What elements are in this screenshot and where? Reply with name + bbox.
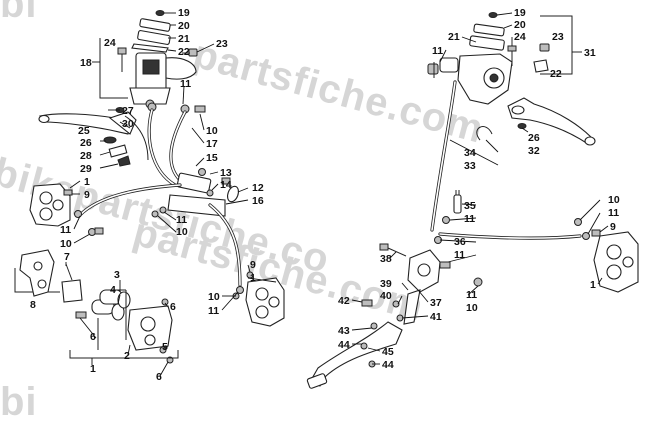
callout-10: 10 [466,302,478,314]
callout-11: 11 [176,214,187,226]
callout-11: 11 [432,45,443,57]
callout-38: 38 [380,253,392,265]
brake-switch-35 [453,190,462,214]
callout-24: 24 [104,37,116,49]
callout-19: 19 [178,7,190,19]
callout-11: 11 [608,207,619,219]
callout-21: 21 [178,33,190,45]
rear-reservoir-cap-set [469,12,505,51]
brake-pedal [306,321,403,389]
callout-10: 10 [208,291,220,303]
callout-24: 24 [514,31,526,43]
callout-11: 11 [466,289,477,301]
callout-13: 13 [220,167,232,179]
rear-caliper [593,231,639,293]
callout-40: 40 [380,290,392,302]
caliper-bracket-7 [19,249,55,297]
callout-15: 15 [206,152,218,164]
left-lever [38,111,137,135]
callout-6: 6 [90,331,96,343]
callout-36: 36 [454,236,466,248]
group-bracket-18 [99,38,128,99]
callout-44: 44 [382,359,394,371]
group-bracket-1 [69,350,179,359]
callout-45: 45 [382,346,394,358]
callout-31: 31 [584,47,596,59]
callout-37: 37 [430,297,442,309]
callout-39: 39 [380,278,392,290]
callout-32: 32 [528,145,540,157]
callout-6: 6 [156,371,162,383]
callout-5: 5 [162,341,168,353]
front-master-cylinder [129,52,197,109]
callout-28: 28 [80,150,92,162]
left-front-caliper [29,183,73,227]
callout-11: 11 [60,224,71,236]
callout-26: 26 [80,137,92,149]
callout-10: 10 [176,226,188,238]
callout-1: 1 [250,272,256,284]
callout-23: 23 [216,38,228,50]
callout-7: 7 [64,251,70,263]
callout-21: 21 [448,31,460,43]
callout-11: 11 [180,78,191,90]
callout-8: 8 [30,299,36,311]
callout-29: 29 [80,163,92,175]
leader-lines-right [351,12,609,365]
bolt-23 [182,48,198,57]
callout-41: 41 [430,311,442,323]
callout-9: 9 [610,221,616,233]
callout-18: 18 [80,57,92,69]
callout-16: 16 [252,195,264,207]
callout-1: 1 [90,363,96,375]
rear-brake-master-37 [407,249,451,293]
right-lever [507,97,596,146]
callout-1: 1 [84,176,90,188]
callout-10: 10 [60,238,72,250]
callout-34: 34 [464,147,476,159]
callout-10: 10 [206,125,218,137]
callout-25: 25 [78,125,90,137]
callout-44: 44 [338,339,350,351]
group-bracket-31 [540,15,573,75]
callout-labels-left: 19 20 21 22 23 24 18 11 10 17 15 27 30 2… [30,7,264,383]
callout-23: 23 [552,31,564,43]
leader-lines-left [65,12,277,377]
callout-43: 43 [338,325,350,337]
brake-system-diagram: 19 20 21 22 23 24 18 11 10 17 15 27 30 2… [14,7,639,389]
callout-27: 27 [122,105,134,117]
rear-master-cylinder [439,53,513,105]
callout-26: 26 [528,132,540,144]
callout-42: 42 [338,295,350,307]
callout-20: 20 [514,19,526,31]
callout-35: 35 [464,200,476,212]
caliper-pistons [91,289,131,321]
callout-9: 9 [84,189,90,201]
reservoir-cap-set [131,10,171,53]
callout-22: 22 [178,46,190,58]
callout-4: 4 [110,284,116,296]
callout-3: 3 [114,269,120,281]
callout-10: 10 [608,194,620,206]
callout-9: 9 [250,259,256,271]
callout-14: 14 [220,179,232,191]
callout-2: 2 [124,350,130,362]
hose-tee-block [151,168,226,218]
callout-22: 22 [550,68,562,80]
callout-33: 33 [464,160,476,172]
callout-labels-right: 19 20 21 24 11 23 31 22 34 33 26 32 35 1… [338,7,620,371]
callout-30: 30 [122,118,134,130]
callout-11: 11 [208,305,219,317]
callout-1: 1 [590,279,596,291]
callout-11: 11 [454,249,465,261]
clip-34 [476,126,493,141]
caliper-body-2 [127,305,173,351]
callout-11: 11 [464,213,475,225]
callout-6: 6 [170,301,176,313]
callout-12: 12 [252,182,264,194]
callout-20: 20 [178,20,190,32]
callout-19: 19 [514,7,526,19]
callout-17: 17 [206,138,218,150]
right-front-caliper [245,277,285,327]
